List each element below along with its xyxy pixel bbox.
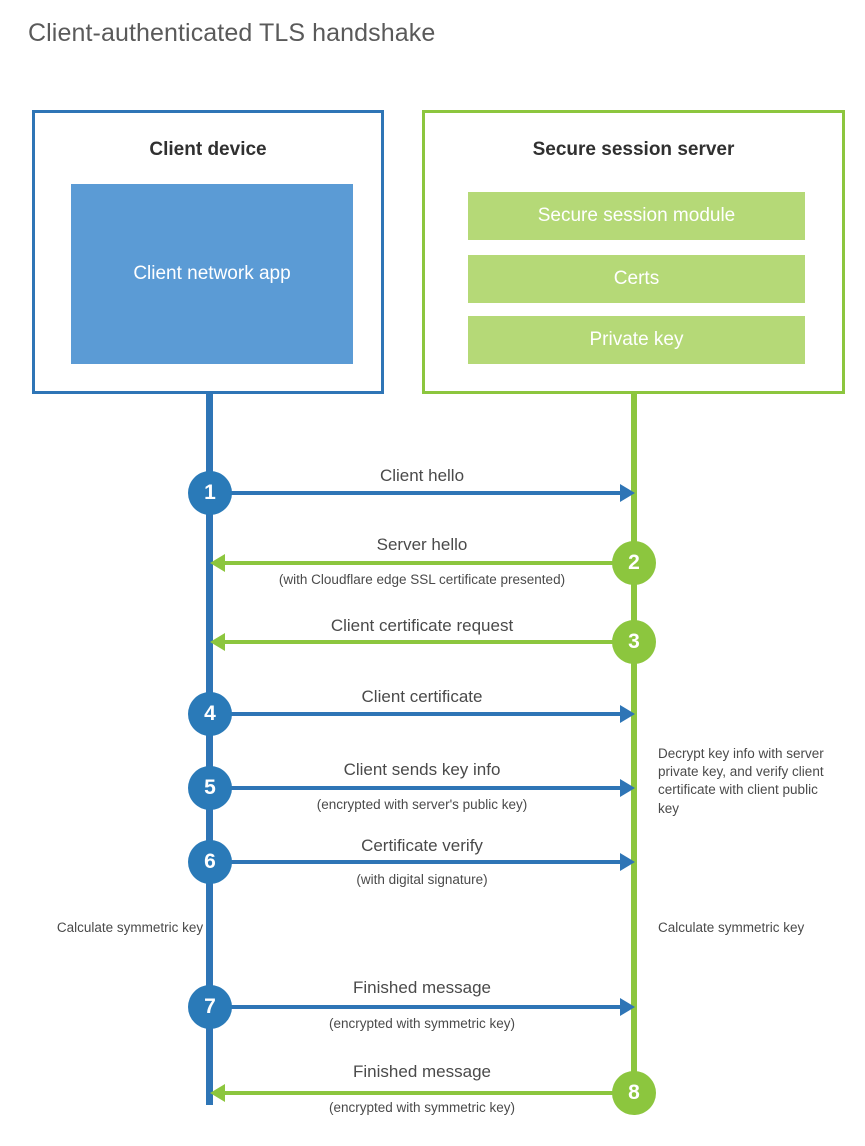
step-6-circle[interactable]: 6 (188, 840, 232, 884)
client-network-app-block: Client network app (71, 184, 353, 364)
step-8-sublabel: (encrypted with symmetric key) (328, 1100, 516, 1115)
step-1-label: Client hello (379, 466, 465, 485)
step-4-arrow-line (210, 712, 620, 716)
step-7-sublabel: (encrypted with symmetric key) (328, 1016, 516, 1031)
step-4-label: Client certificate (361, 687, 483, 706)
step-8-label: Finished message (353, 1062, 491, 1081)
step-6-sublabel: (with digital signature) (356, 872, 488, 887)
step-8-arrow-line (225, 1091, 634, 1095)
step-5-arrow-line (210, 786, 620, 790)
step-3-label: Client certificate request (330, 616, 514, 635)
step-6-arrow-line (210, 860, 620, 864)
step-5-arrow-head (620, 779, 635, 797)
calculate-symmetric-key-server-note: Calculate symmetric key (658, 920, 805, 935)
secure-session-server-panel: Secure session server Secure session mod… (422, 110, 845, 394)
server-block-certs: Certs (468, 255, 805, 303)
step-7-arrow-line (210, 1005, 620, 1009)
decrypt-key-info-note: Decrypt key info with server private key… (658, 746, 824, 816)
step-3-arrow-line (225, 640, 634, 644)
step-2-arrow-head (210, 554, 225, 572)
step-2-circle[interactable]: 2 (612, 541, 656, 585)
step-8-circle[interactable]: 8 (612, 1071, 656, 1115)
step-5-sublabel: (encrypted with server's public key) (316, 797, 528, 812)
step-7-arrow-head (620, 998, 635, 1016)
step-1-arrow-head (620, 484, 635, 502)
step-6-label: Certificate verify (361, 836, 483, 855)
step-7-label: Finished message (353, 978, 491, 997)
client-device-title: Client device (149, 139, 267, 160)
step-2-arrow-line (225, 561, 634, 565)
step-3-circle[interactable]: 3 (612, 620, 656, 664)
secure-session-server-title: Secure session server (532, 139, 735, 160)
client-lifeline (206, 391, 213, 1105)
step-2-sublabel: (with Cloudflare edge SSL certificate pr… (278, 572, 566, 587)
step-1-circle[interactable]: 1 (188, 471, 232, 515)
server-block-secure-session-module: Secure session module (468, 192, 805, 240)
step-8-arrow-head (210, 1084, 225, 1102)
step-3-arrow-head (210, 633, 225, 651)
step-5-label: Client sends key info (343, 760, 501, 779)
step-1-arrow-line (210, 491, 620, 495)
client-device-panel: Client device Client network app (32, 110, 384, 394)
step-7-circle[interactable]: 7 (188, 985, 232, 1029)
step-4-arrow-head (620, 705, 635, 723)
calculate-symmetric-key-client-note: Calculate symmetric key (56, 920, 204, 935)
step-4-circle[interactable]: 4 (188, 692, 232, 736)
step-2-label: Server hello (376, 535, 468, 554)
server-block-private-key: Private key (468, 316, 805, 364)
step-5-circle[interactable]: 5 (188, 766, 232, 810)
server-lifeline (631, 391, 637, 1093)
step-6-arrow-head (620, 853, 635, 871)
page-title: Client-authenticated TLS handshake (28, 19, 436, 47)
